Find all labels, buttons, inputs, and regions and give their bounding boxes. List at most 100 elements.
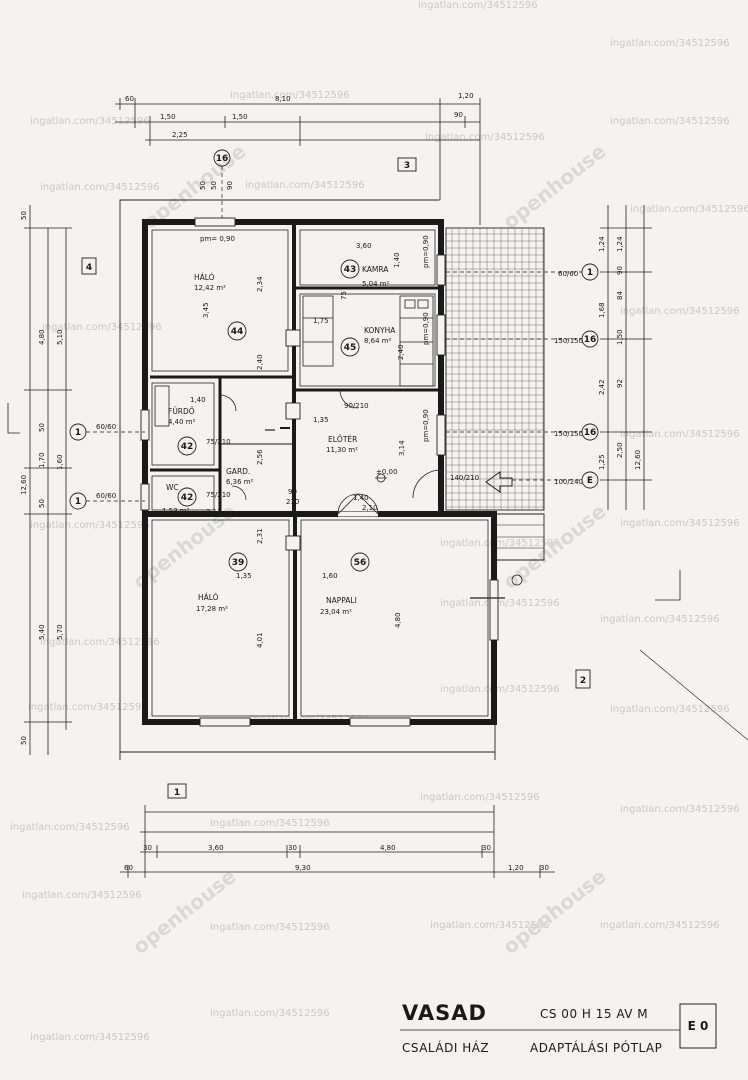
watermark-text: ingatlan.com/34512596 [610, 116, 730, 127]
dim-left: 50 [20, 211, 28, 220]
axis-marker-top: 16 [213, 149, 231, 225]
dim-top: 2,25 [172, 131, 188, 139]
watermark-text: ingatlan.com/34512596 [430, 920, 550, 931]
dim-interior: 2,40 [256, 354, 264, 370]
axis-pair: 60/60 [96, 492, 116, 500]
dim-interior: 2,56 [256, 449, 264, 465]
watermark-text: ingatlan.com/34512596 [40, 637, 160, 648]
opening-size: 75/210 [206, 491, 231, 499]
watermark-text: ingatlan.com/34512596 [28, 702, 148, 713]
watermark-text: ingatlan.com/34512596 [40, 182, 160, 193]
watermark-text: ingatlan.com/34512596 [600, 614, 720, 625]
dim-right: 2,42 [598, 379, 606, 395]
axis-label: 16 [584, 335, 597, 345]
dim-top: 1,50 [160, 113, 176, 121]
watermark-text: ingatlan.com/34512596 [610, 38, 730, 49]
watermark-text: ingatlan.com/34512596 [440, 538, 560, 549]
dim-interior: 2,40 [397, 344, 405, 360]
dim-interior: 1,60 [322, 572, 338, 580]
room-name: HÁLÓ [198, 593, 219, 602]
dim-interior: 1,40 [353, 494, 369, 502]
watermark-text: ingatlan.com/34512596 [425, 132, 545, 143]
interior-dimensions: 3,60 1,40 3,45 2,34 75 2,40 1,75 2,40 3,… [190, 242, 479, 648]
dim-interior: 210 [286, 498, 299, 506]
watermark-text: ingatlan.com/34512596 [245, 180, 365, 191]
axis-label: 16 [216, 154, 229, 164]
dim-interior: 2,12 [206, 508, 222, 516]
watermark-text: ingatlan.com/34512596 [418, 0, 538, 11]
dim-left: 50 [38, 499, 46, 508]
watermark-text: ingatlan.com/34512596 [30, 116, 150, 127]
dim-top: 1,20 [458, 92, 474, 100]
dim-left: 1,60 [56, 454, 64, 470]
dim-interior: 3,14 [398, 440, 406, 456]
room-number: 42 [181, 493, 194, 503]
axis-label: 1 [587, 268, 593, 278]
axis-pair: 150/150 [554, 430, 583, 438]
dim-interior: 1,35 [313, 416, 329, 424]
room-area: 23,04 m² [320, 608, 352, 616]
room-number: 42 [181, 442, 194, 452]
dim-right: 92 [616, 379, 624, 388]
axis-pair: 60/60 [96, 423, 116, 431]
misc-annotations: pm= 0,90 pm=0,90 pm=0,90 pm=0,90 ±0,00 [200, 235, 523, 599]
dim-interior: 75 [340, 291, 348, 300]
level-mark: ±0,00 [376, 468, 397, 476]
bottom-dimension-labels: 30 3,60 30 4,80 30 60 9,30 1,20 30 [124, 844, 549, 872]
dim-top: 50 [210, 181, 218, 190]
dim-interior: 90 [288, 488, 297, 496]
axis-pair: 60/60 [558, 270, 578, 278]
watermark-text: ingatlan.com/34512596 [30, 1032, 150, 1043]
site-outline [119, 199, 748, 760]
pm-label: pm=0,90 [422, 312, 430, 345]
axis-label: 1 [75, 497, 81, 507]
dim-bottom: 60 [124, 864, 133, 872]
room-area: 12,42 m² [194, 284, 226, 292]
room-number: 43 [344, 265, 357, 275]
axis-label: 16 [584, 428, 597, 438]
dim-top: 90 [454, 111, 463, 119]
dim-bottom: 3,60 [208, 844, 224, 852]
room-number-markers: 43 44 45 42 42 39 56 [177, 259, 370, 572]
watermark-text: ingatlan.com/34512596 [620, 804, 740, 815]
dim-bottom: 9,30 [295, 864, 311, 872]
watermark-text: ingatlan.com/34512596 [420, 792, 540, 803]
windows [140, 217, 499, 727]
bottom-dimension-lines [120, 805, 555, 878]
watermark-text: ingatlan.com/34512596 [440, 684, 560, 695]
dim-top: 1,50 [232, 113, 248, 121]
dim-top: 50 [199, 181, 207, 190]
dim-left: 4,80 [38, 329, 46, 345]
dim-right: 90 [616, 266, 624, 275]
watermark-text: ingatlan.com/34512596 [10, 822, 130, 833]
dim-bottom: 30 [288, 844, 297, 852]
dim-bottom: 4,80 [380, 844, 396, 852]
axis-pair: 150/150 [554, 337, 583, 345]
dim-right: 1,24 [598, 236, 606, 252]
opening-size: 75/210 [206, 438, 231, 446]
section-markers: 3 4 2 1 [81, 157, 591, 799]
terrace-grid [446, 228, 544, 510]
opening-size: 90/210 [344, 402, 369, 410]
room-number: 39 [232, 558, 245, 568]
room-name: HÁLÓ [194, 273, 215, 282]
sheet-number: E 0 [688, 1019, 709, 1033]
dim-right: 12,60 [634, 450, 642, 470]
watermark-text: ingatlan.com/34512596 [610, 704, 730, 715]
dim-top: 90 [226, 181, 234, 190]
pm-label: pm=0,90 [422, 409, 430, 442]
watermark-text: ingatlan.com/34512596 [600, 920, 720, 931]
pm-label: pm= 0,90 [200, 235, 235, 243]
room-number: 44 [231, 327, 244, 337]
dim-right: 2,50 [616, 442, 624, 458]
building-type: CSALÁDI HÁZ [402, 1040, 489, 1055]
dim-left: 5,10 [56, 329, 64, 345]
dim-interior: 2,34 [256, 276, 264, 292]
dim-left: 50 [20, 736, 28, 745]
dim-left: 50 [38, 423, 46, 432]
room-labels: HÁLÓ 12,42 m² KAMRA 5,04 m² KONYHA 8,64 … [162, 265, 396, 616]
room-area: 5,04 m² [362, 280, 390, 288]
axis-label: 1 [75, 428, 81, 438]
dim-bottom: 1,20 [508, 864, 524, 872]
